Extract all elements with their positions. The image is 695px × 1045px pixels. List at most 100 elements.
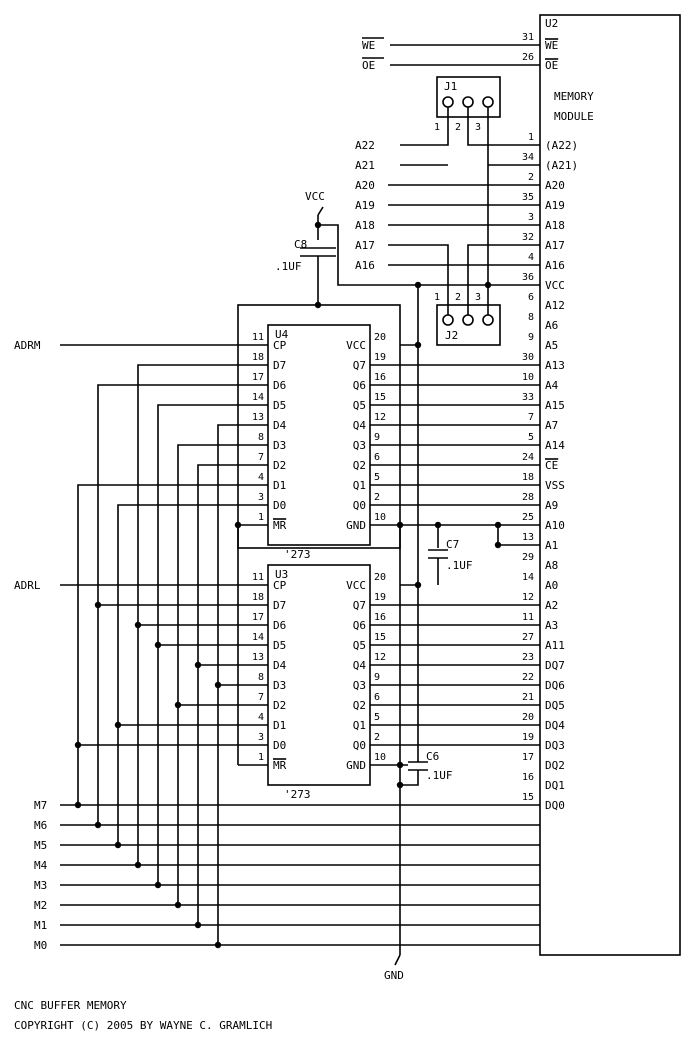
u2-pin-name: A2	[545, 599, 558, 612]
u4-right-pin-name: Q5	[353, 399, 366, 412]
u4-body	[267, 324, 371, 546]
u2-pin-number: 22	[522, 672, 534, 683]
u2-pin-number: 23	[522, 652, 534, 663]
u4-left-pin-number: 3	[258, 492, 264, 503]
j1-pin2	[462, 96, 474, 108]
u2-pin-name: A11	[545, 639, 565, 652]
u2-pin-number: 31	[522, 32, 534, 43]
u4-right-pin-number: 2	[374, 492, 380, 503]
u3-part: '273	[284, 788, 311, 801]
j1-pin3	[482, 96, 494, 108]
u2-pin-name: A3	[545, 619, 558, 632]
m4-signal-label: M4	[34, 859, 48, 872]
a18-signal-label: A18	[355, 219, 375, 232]
u2-pin-name: DQ4	[545, 719, 565, 732]
u3-right-pin-number: 2	[374, 732, 380, 743]
u2-pin-number: 13	[522, 532, 534, 543]
u4-right-pin-name: Q2	[353, 459, 366, 472]
u2-pin-name: A18	[545, 219, 565, 232]
u4-left-pin-number: 8	[258, 432, 264, 443]
j1-pin2-label: 2	[455, 122, 461, 133]
u4-right-pin-number: 15	[374, 392, 386, 403]
u2-pin-name: A20	[545, 179, 565, 192]
u4-left-pin-name: CP	[273, 339, 287, 352]
j1-pin3-label: 3	[475, 122, 481, 133]
u3-right-pin-name: Q1	[353, 719, 366, 732]
u4-left-pin-number: 7	[258, 452, 264, 463]
u3-right-pin-name: Q3	[353, 679, 366, 692]
vcc-label: VCC	[305, 190, 325, 203]
u2-pin-name: A19	[545, 199, 565, 212]
u3-left-pin-number: 18	[252, 592, 264, 603]
u2-pin-name: A16	[545, 259, 565, 272]
u2-pin-name: A4	[545, 379, 559, 392]
u2-pin-number: 28	[522, 492, 534, 503]
u2-pin-number: 2	[528, 172, 534, 183]
u4-right-pin-name: Q3	[353, 439, 366, 452]
u2-pin-name: A12	[545, 299, 565, 312]
u2-pin-number: 25	[522, 512, 534, 523]
u3-right-pin-name: VCC	[346, 579, 366, 592]
u2-pin-number: 11	[522, 612, 534, 623]
u3-left-pin-number: 1	[258, 752, 264, 763]
u2-pin-name: (A22)	[545, 139, 578, 152]
u4-right-pin-number: 19	[374, 352, 386, 363]
u2-pin-name: DQ1	[545, 779, 565, 792]
u2-pin-number: 34	[522, 152, 534, 163]
u4-right-pin-number: 6	[374, 452, 380, 463]
u3-left-pin-name: D6	[273, 619, 286, 632]
u2-pin-name: DQ0	[545, 799, 565, 812]
u3-right-pin-number: 20	[374, 572, 386, 583]
u2-pin-number: 4	[528, 252, 534, 263]
adrm-signal-label: ADRM	[14, 339, 41, 352]
j2-pin1	[442, 314, 454, 326]
u2-pin-name: A7	[545, 419, 558, 432]
u2-pin-number: 16	[522, 772, 534, 783]
u2-pin-name: A14	[545, 439, 565, 452]
m1-signal-label: M1	[34, 919, 47, 932]
junctions	[74, 221, 502, 949]
u3-right-pin-number: 16	[374, 612, 386, 623]
u4-left-pin-name: D6	[273, 379, 286, 392]
u3-right-pin-name: Q7	[353, 599, 366, 612]
u4-left-pin-name: D1	[273, 479, 286, 492]
u4-right-pin-name: VCC	[346, 339, 366, 352]
footer-title: CNC BUFFER MEMORY	[14, 999, 127, 1012]
u2-pin-number: 12	[522, 592, 534, 603]
j2-pin3-label: 3	[475, 292, 481, 303]
u4-ref: U4	[275, 328, 289, 341]
a22-signal-label: A22	[355, 139, 375, 152]
c8-ref: C8	[294, 238, 307, 251]
u2-name-line2: MODULE	[554, 110, 594, 123]
u4-right-pin-number: 20	[374, 332, 386, 343]
u2-pin-name: WE	[545, 39, 558, 52]
u4-left-pin-number: 17	[252, 372, 264, 383]
j2-pin3	[482, 314, 494, 326]
u2-pin-name: A1	[545, 539, 558, 552]
c7-value: .1UF	[446, 559, 473, 572]
u3-left-pin-number: 13	[252, 652, 264, 663]
u3-right-pin-number: 5	[374, 712, 380, 723]
j2-pin1-label: 1	[434, 292, 440, 303]
footer-copyright: COPYRIGHT (C) 2005 BY WAYNE C. GRAMLICH	[14, 1019, 272, 1032]
u2-pin-name: DQ3	[545, 739, 565, 752]
u4-left-pin-number: 4	[258, 472, 264, 483]
u2-pin-number: 1	[528, 132, 534, 143]
u4-right-pin-name: Q0	[353, 499, 366, 512]
u4-left-pin-number: 13	[252, 412, 264, 423]
u2-pin-number: 10	[522, 372, 534, 383]
u3-right-pin-number: 10	[374, 752, 386, 763]
left-signal-labels: WE OE A22 A21 A20 A19 A18 A17 A16 ADRM A…	[14, 37, 384, 952]
u4-right-pin-number: 10	[374, 512, 386, 523]
u4-right-pin-number: 5	[374, 472, 380, 483]
u3-left-pin-name: D4	[273, 659, 287, 672]
a21-signal-label: A21	[355, 159, 375, 172]
u4-left-pin-name: D4	[273, 419, 287, 432]
u4-right-pin-name: GND	[346, 519, 366, 532]
u3-left-pin-number: 7	[258, 692, 264, 703]
m2-signal-label: M2	[34, 899, 47, 912]
c7-ref: C7	[446, 538, 459, 551]
u2-pin-number: 26	[522, 52, 534, 63]
u4-left-pin-number: 18	[252, 352, 264, 363]
